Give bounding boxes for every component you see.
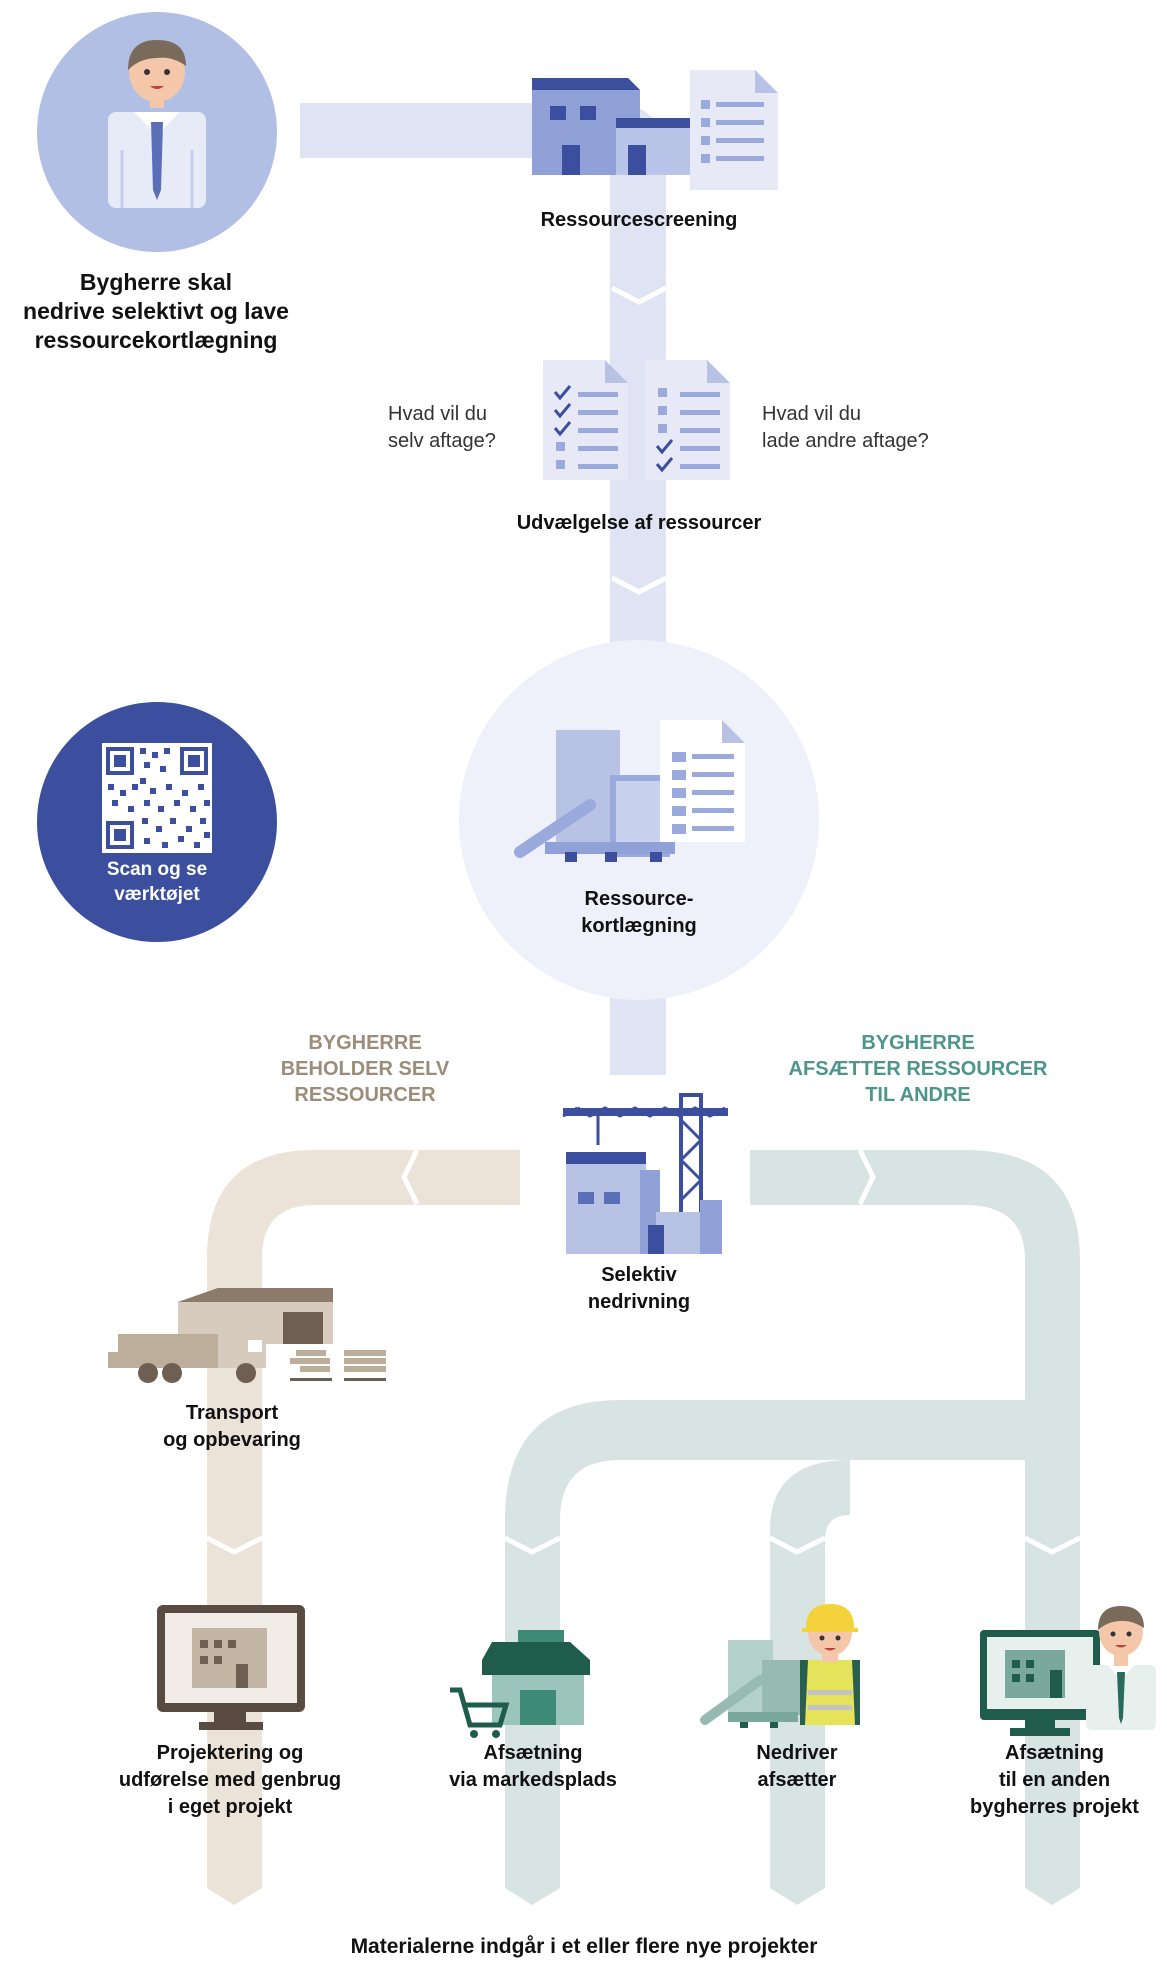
qr-label: Scan og se værktøjet: [106, 859, 208, 905]
screening-label: Ressourcescreening: [540, 209, 738, 231]
selection-label: Udvælgelse af ressourcer: [516, 512, 762, 534]
outcome-marketplace-label: Afsætning via markedsplads: [449, 1742, 617, 1791]
market-shop-icon: [450, 1630, 590, 1738]
building-materials-icon: [459, 640, 819, 1000]
qr-code-icon: [37, 702, 277, 942]
demolition-label: Selektiv nedrivning: [587, 1264, 691, 1313]
checklist-icon: [543, 360, 628, 480]
transport-label: Transport og opbevaring: [163, 1402, 301, 1451]
worker-icon: [700, 1604, 860, 1728]
question-left: Hvad vil du selv aftage?: [388, 403, 496, 452]
owner-person-icon: [37, 12, 277, 252]
branch-label-left: BYGHERRE BEHOLDER SELV RESSOURCER: [280, 1032, 450, 1106]
outcome-other-owner-label: Afsætning til en anden bygherres projekt: [970, 1742, 1139, 1818]
question-right: Hvad vil du lade andre aftage?: [762, 403, 929, 452]
branch-label-right: BYGHERRE AFSÆTTER RESSOURCER TIL ANDRE: [788, 1032, 1048, 1106]
truck-warehouse-icon: [108, 1288, 386, 1383]
demolition-building-icon: [566, 1152, 722, 1254]
outcome-own-project-label: Projektering og udførelse med genbrug i …: [118, 1742, 342, 1818]
checklist-icon: [645, 360, 730, 480]
left-flow-band: [205, 1148, 520, 1905]
document-icon: [690, 70, 778, 190]
footer-label: Materialerne indgår i et eller flere nye…: [350, 1935, 818, 1958]
outcome-demolisher-label: Nedriver afsætter: [756, 1742, 838, 1791]
owner-label: Bygherre skal nedrive selektivt og lave …: [23, 269, 289, 353]
mapping-label: Ressource- kortlægning: [581, 888, 697, 937]
monitor-building-icon: [157, 1605, 305, 1730]
building-icon: [532, 78, 692, 175]
crane-icon: [562, 1093, 728, 1217]
monitor-person-icon: [980, 1606, 1156, 1736]
